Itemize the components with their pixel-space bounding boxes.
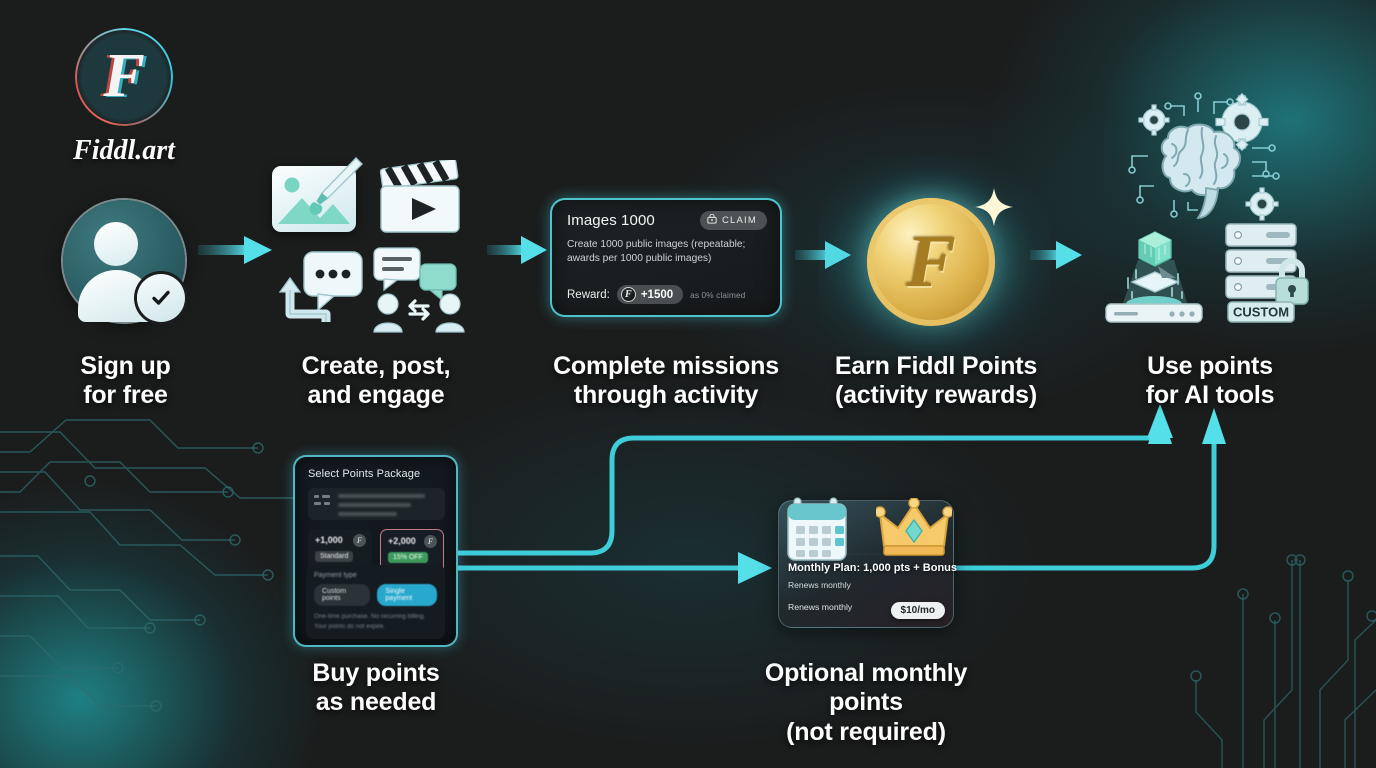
step-ai-tools-icons: CUSTOM	[1090, 92, 1310, 340]
people-chat-icon	[370, 246, 470, 339]
payment-footnote: One-time purchase. No recurring billing.…	[314, 613, 426, 630]
payment-section: Payment type Custom points Single paymen…	[306, 565, 445, 639]
step-label-mission: Complete missions through activity	[553, 352, 779, 410]
step-label-signup: Sign up for free	[80, 352, 171, 410]
avatar-head	[94, 222, 138, 266]
logo-ring-icon: F	[75, 28, 173, 126]
server-rack-lock-icon: CUSTOM	[1222, 220, 1314, 326]
brand-logo: F Fiddl.art	[62, 28, 186, 167]
brand-name: Fiddl.art	[73, 135, 175, 166]
monthly-plan-subtitle-2: Renews monthly	[788, 602, 853, 612]
calendar-icon	[786, 496, 852, 571]
mission-card: Images 1000 CLAIM Create 1000 public ima…	[550, 198, 782, 317]
step-buy-points-card: Select Points Package +1,000 F	[293, 455, 458, 647]
3d-hologram-projector-icon	[1092, 220, 1212, 326]
package-amount: +2,000	[388, 536, 416, 546]
step-label-earn: Earn Fiddl Points (activity rewards)	[834, 352, 1038, 410]
reward-pill: F +1500	[616, 285, 684, 304]
monthly-plan-title: Monthly Plan: 1,000 pts + Bonus	[788, 562, 958, 574]
crown-icon	[874, 497, 954, 565]
step-label-monthly: Optional monthly points (not required)	[764, 659, 968, 746]
package-amount: +1,000	[315, 535, 343, 545]
payment-option-custom[interactable]: Custom points	[314, 584, 371, 607]
step-create-icons	[272, 157, 482, 340]
verified-check-icon	[137, 274, 185, 322]
mission-reward-row: Reward: F +1500 as 0% claimed	[567, 285, 745, 304]
fiddl-coin-icon	[867, 198, 995, 326]
image-paintbrush-icon	[272, 157, 363, 232]
step-mission-card: Images 1000 CLAIM Create 1000 public ima…	[550, 198, 782, 317]
step-label-use: Use points for AI tools	[1145, 352, 1275, 410]
coin-letter: F	[906, 220, 956, 303]
server-custom-label: CUSTOM	[1233, 305, 1289, 320]
payment-option-single[interactable]: Single payment	[377, 584, 437, 607]
connector-monthly-to-use	[951, 439, 1217, 571]
monthly-plan-subtitle-1: Renews monthly	[788, 580, 851, 590]
lock-chest-icon	[707, 213, 717, 227]
points-package-card: Select Points Package +1,000 F	[293, 455, 458, 647]
package-coin-icon: F	[424, 535, 437, 548]
payment-label: Payment type	[314, 572, 357, 580]
step-earn-points-icon: F	[819, 154, 1051, 368]
sparkle-icon	[973, 186, 1015, 233]
reward-label: Reward:	[567, 288, 610, 301]
ai-brain-gears-icon	[1102, 92, 1298, 222]
logo-letter: F	[103, 41, 145, 110]
claim-button[interactable]: CLAIM	[699, 211, 767, 230]
connector-arrow-monthly	[738, 552, 772, 584]
package-coin-icon: F	[353, 534, 366, 547]
step-signup-icon	[55, 196, 193, 328]
claim-button-label: CLAIM	[721, 215, 757, 226]
claimed-note: as 0% claimed	[690, 289, 746, 300]
video-clapperboard-icon	[376, 158, 464, 241]
step-label-create: Create, post, and engage	[301, 352, 451, 410]
mission-title: Images 1000	[567, 212, 655, 229]
banner-icon	[314, 495, 330, 505]
step-monthly-plan-card: Monthly Plan: 1,000 pts + Bonus Renews m…	[778, 497, 958, 628]
step-label-buy: Buy points as needed	[312, 659, 440, 717]
buy-card-title: Select Points Package	[308, 468, 421, 480]
monthly-plan-price: $10/mo	[890, 602, 945, 619]
repost-comment-icon	[276, 248, 368, 337]
reward-amount: +1500	[640, 288, 674, 301]
buy-card-banner	[308, 488, 445, 520]
package-badge: Standard	[315, 551, 354, 562]
coin-icon: F	[620, 287, 636, 302]
mission-description: Create 1000 public images (repeatable; a…	[567, 239, 746, 265]
package-badge-discount: 15% OFF	[388, 552, 428, 563]
